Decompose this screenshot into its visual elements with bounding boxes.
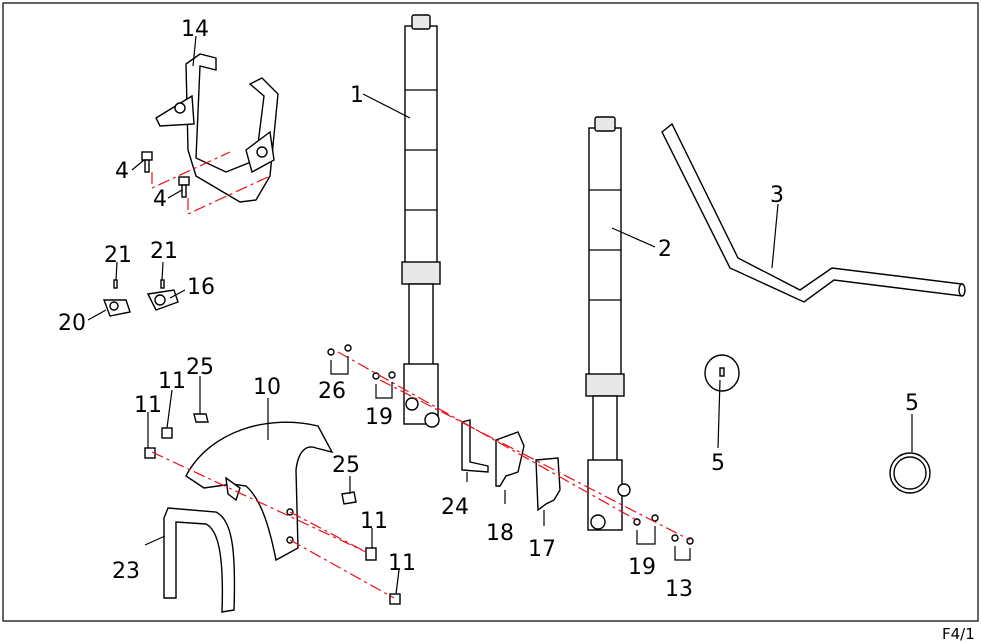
callout-2: 2: [658, 237, 672, 262]
callout-19b: 19: [628, 555, 656, 580]
bracket-17: [535, 457, 561, 512]
diagram-frame: [2, 2, 979, 622]
front-fender: [185, 421, 334, 562]
callout-20: 20: [58, 311, 86, 336]
bolt-11b: [161, 427, 173, 439]
fender-brace: [163, 507, 236, 613]
callout-14: 14: [181, 17, 209, 42]
screw-21b: [160, 279, 165, 289]
fork-leg-left: [401, 14, 441, 428]
fasteners-26: [327, 344, 352, 356]
callout-18: 18: [486, 521, 514, 546]
callout-4a: 4: [115, 159, 129, 184]
bracket-frame: [155, 53, 279, 203]
callout-19a: 19: [365, 405, 393, 430]
callout-17: 17: [528, 537, 556, 562]
bolt-11d: [389, 593, 401, 605]
bolt-4b: [178, 176, 190, 198]
callout-11c: 11: [360, 509, 388, 534]
callout-11b: 11: [134, 393, 162, 418]
callout-3: 3: [770, 183, 784, 208]
clamp-16: [146, 289, 179, 311]
leader-lines: [87, 35, 913, 595]
callout-11a: 11: [158, 369, 186, 394]
callout-25a: 25: [186, 355, 214, 380]
cap-5b: [889, 452, 931, 494]
callout-23: 23: [112, 559, 140, 584]
bracket-24: [461, 419, 489, 473]
cap-5a: [704, 354, 740, 392]
callout-16: 16: [187, 275, 215, 300]
clamp-20: [102, 299, 131, 317]
bolt-11c: [365, 547, 377, 561]
fasteners-19a: [372, 371, 396, 380]
bolt-4a: [141, 151, 153, 173]
callout-24: 24: [441, 495, 469, 520]
bracket-18: [495, 431, 525, 487]
clip-25a: [193, 413, 209, 423]
assembly-lines: [151, 151, 691, 599]
callout-5a: 5: [711, 451, 725, 476]
callout-25b: 25: [332, 453, 360, 478]
callout-13: 13: [665, 577, 693, 602]
callout-21b: 21: [150, 239, 178, 264]
page-code: F4/1: [942, 625, 975, 643]
callout-21a: 21: [104, 243, 132, 268]
callout-11d: 11: [388, 551, 416, 576]
callout-5b: 5: [905, 391, 919, 416]
callout-26: 26: [318, 379, 346, 404]
fork-leg-right: [585, 116, 631, 531]
callout-4b: 4: [153, 187, 167, 212]
fasteners-19b: [633, 514, 659, 526]
screw-21a: [113, 279, 118, 289]
callout-10: 10: [253, 375, 281, 400]
callout-1: 1: [350, 83, 364, 108]
clip-25b: [341, 491, 357, 505]
handlebar: [661, 122, 966, 303]
callout-labels: 1 2 3 14 4 4 21 21 16 20 25 11 11 10 26 …: [58, 17, 919, 602]
